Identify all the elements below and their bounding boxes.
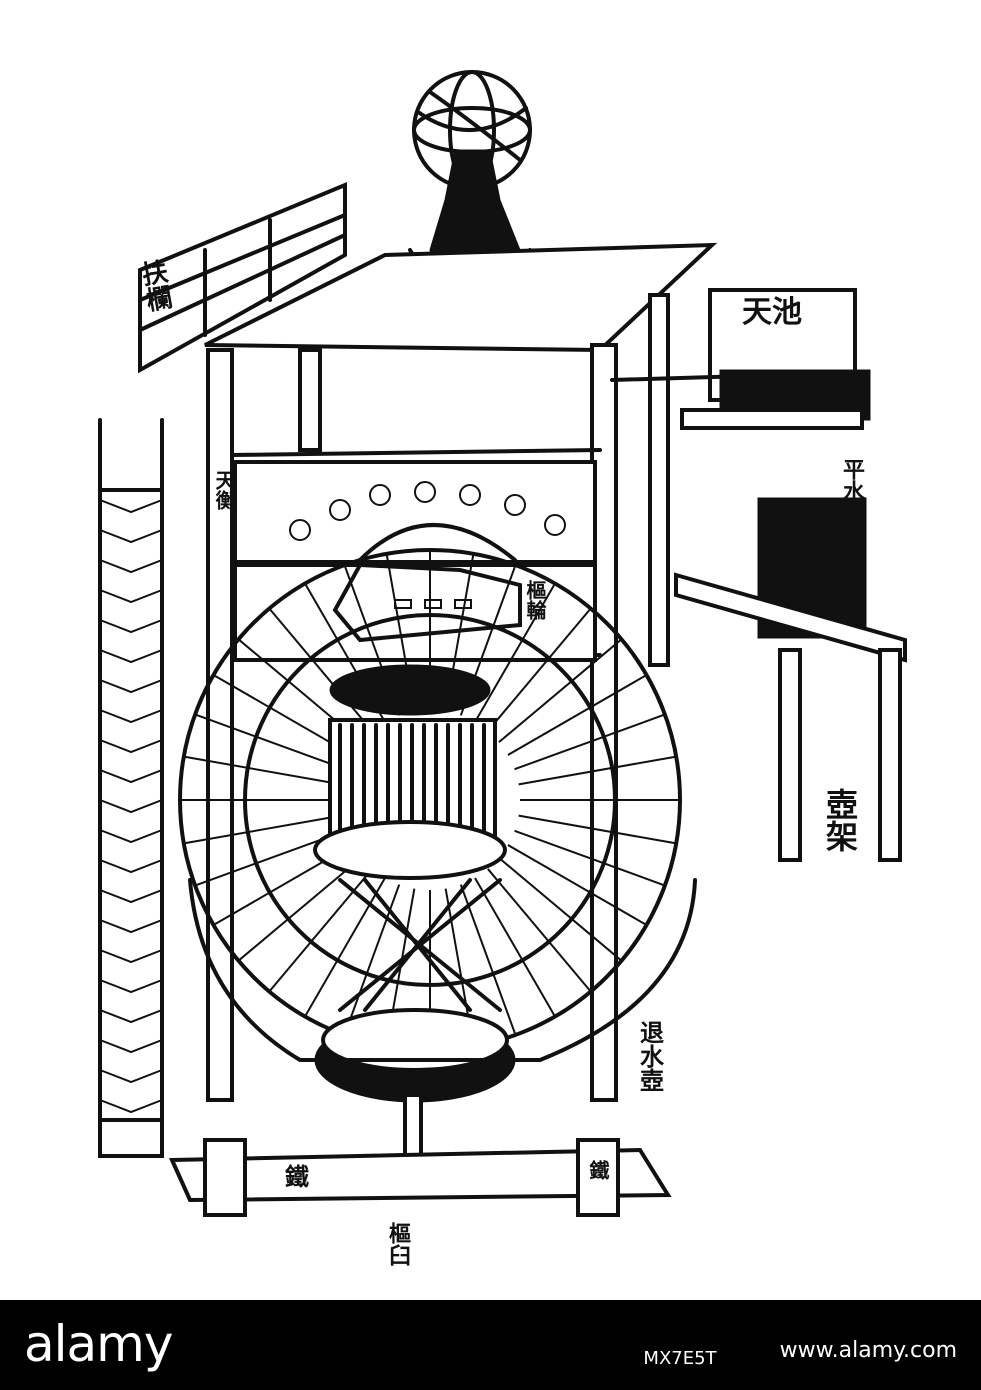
chain-link bbox=[99, 529, 163, 544]
wheel-spoke bbox=[183, 755, 342, 786]
central-gear-column bbox=[313, 664, 516, 1177]
wheel-spoke bbox=[183, 814, 342, 845]
label-water-level-tank: 平水壺 bbox=[839, 458, 865, 524]
wheel-spoke bbox=[498, 638, 623, 743]
chain-link bbox=[99, 1009, 163, 1024]
chain-link bbox=[99, 589, 163, 604]
wheel-spoke bbox=[268, 607, 373, 732]
alamy-url: www.alamy.com bbox=[779, 1338, 957, 1363]
chain-link bbox=[99, 679, 163, 694]
chain-link bbox=[99, 889, 163, 904]
wheel-spoke bbox=[194, 713, 346, 771]
chain-link bbox=[99, 709, 163, 724]
label-cabinet: 壺架 bbox=[821, 788, 859, 852]
alamy-logo: alamy bbox=[24, 1315, 173, 1373]
label-upper-wheel: 樞輪 bbox=[523, 580, 547, 620]
wheel-spoke bbox=[498, 857, 623, 962]
water-basin bbox=[188, 878, 697, 1062]
main-water-wheel bbox=[178, 548, 682, 1052]
chain-link bbox=[99, 619, 163, 634]
label-heavenly-pool: 天池 bbox=[742, 295, 802, 330]
wheel-spoke bbox=[514, 713, 666, 771]
chain-link bbox=[99, 1069, 163, 1084]
wheel-spoke bbox=[459, 884, 517, 1036]
label-beam-left: 鐵 bbox=[285, 1162, 309, 1191]
wheel-spoke bbox=[487, 607, 592, 732]
alamy-watermark-banner: alamy MX7E5T www.alamy.com bbox=[0, 1300, 981, 1390]
wheel-spoke bbox=[487, 868, 592, 993]
base-beam bbox=[168, 1138, 672, 1217]
label-beam-right: 鐵 bbox=[586, 1159, 610, 1181]
chain-link bbox=[99, 769, 163, 784]
chain-conveyor bbox=[98, 418, 164, 1158]
chain-link bbox=[99, 739, 163, 754]
label-base-beam: 樞臼 bbox=[385, 1221, 411, 1266]
top-platform bbox=[204, 242, 718, 353]
wheel-spoke bbox=[514, 829, 666, 887]
jack-figures-panel bbox=[233, 460, 597, 564]
chain-link bbox=[99, 799, 163, 814]
chain-link bbox=[99, 979, 163, 994]
wheel-spoke bbox=[507, 844, 648, 926]
wheel-spoke bbox=[518, 755, 677, 786]
wheel-spoke bbox=[474, 582, 556, 723]
wheel-spoke bbox=[304, 877, 386, 1018]
astronomical-clock-tower-illustration: 扶欄 天池 平水壺 壺架 樞輪 退水壺 樞臼 天衡 鐵 鐵 bbox=[98, 70, 907, 1266]
wheel-spoke bbox=[518, 814, 677, 845]
chain-link bbox=[99, 1099, 163, 1114]
chain-link bbox=[99, 949, 163, 964]
chain-link bbox=[99, 649, 163, 664]
water-tanks bbox=[610, 288, 907, 862]
wheel-spoke bbox=[268, 868, 373, 993]
label-shaft-pit: 退水壺 bbox=[636, 1020, 665, 1092]
chain-link bbox=[99, 559, 163, 574]
chain-link bbox=[99, 859, 163, 874]
chain-link bbox=[99, 499, 163, 514]
chain-link bbox=[99, 1039, 163, 1054]
wheel-spoke bbox=[507, 674, 648, 756]
label-left-tag: 天衡 bbox=[212, 470, 236, 511]
wheel-spoke bbox=[237, 857, 362, 962]
chain-link bbox=[99, 919, 163, 934]
top-railing bbox=[138, 182, 347, 374]
wheel-spoke bbox=[474, 877, 556, 1018]
chain-link bbox=[99, 829, 163, 844]
alamy-image-id: MX7E5T bbox=[643, 1348, 717, 1369]
